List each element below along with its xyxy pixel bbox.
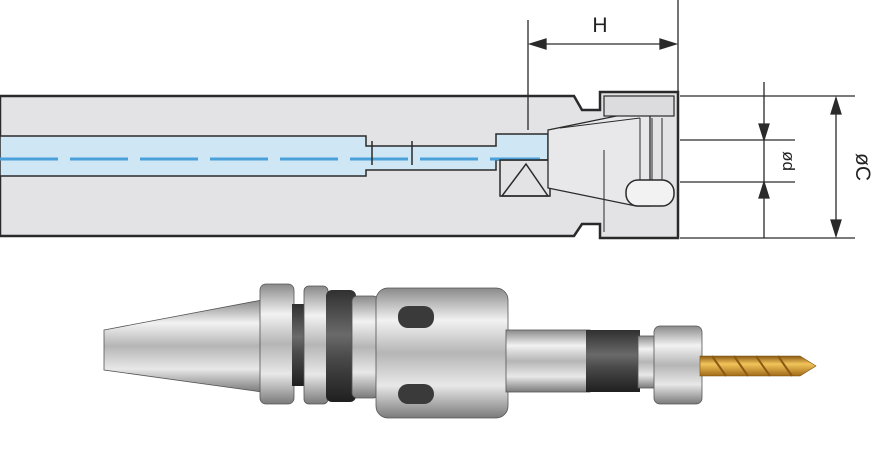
dark-sleeve [586,330,640,392]
dark-band [326,290,356,402]
extension-shaft [505,329,591,393]
flange-groove [292,304,306,386]
collet-line [559,117,641,129]
drill-flute [711,355,793,377]
body-slot [398,384,434,404]
tool-holder-illustration [103,283,817,419]
taper-shank [103,299,263,393]
clamping-nut-section [603,95,675,117]
dimension-label-C: øC [851,153,874,181]
collet-nut [653,325,703,405]
body-slot [398,306,434,328]
flange [259,283,295,405]
dimension-lines [527,0,855,239]
dimension-label-H: H [592,14,607,37]
drill-bit [699,355,817,377]
dimension-label-d: ød [779,151,798,171]
nut-slot [625,179,675,207]
flange-ring [351,295,379,399]
cross-section [0,90,680,240]
main-body [375,287,509,419]
flange-ring [303,285,329,405]
